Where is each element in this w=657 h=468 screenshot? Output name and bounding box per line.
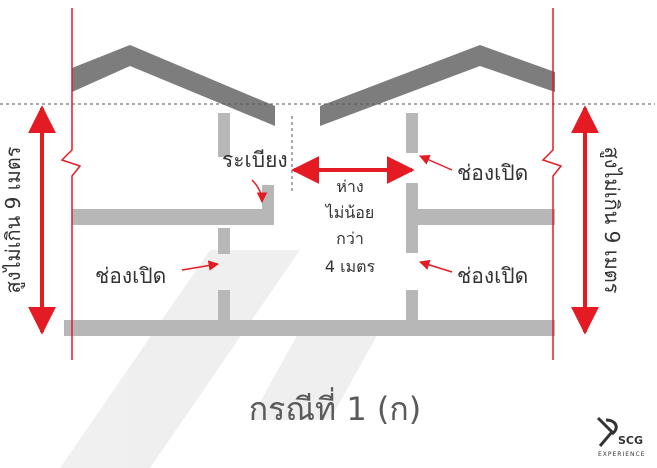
left-wall-lower xyxy=(218,290,230,320)
ground-slab xyxy=(64,320,555,336)
right-wall-middle xyxy=(406,183,418,253)
right-roof xyxy=(320,45,555,126)
label-opening-right-upper: ช่องเปิด xyxy=(457,161,528,185)
opening-pointer-right-lower xyxy=(418,259,453,273)
label-opening-left-lower: ช่องเปิด xyxy=(95,264,166,288)
right-section-line xyxy=(541,8,563,360)
right-wall-upper xyxy=(406,113,418,153)
background-watermark xyxy=(60,250,380,468)
logo-text: SCG xyxy=(618,434,643,447)
left-roof xyxy=(72,45,275,126)
label-balcony: ระเบียง xyxy=(222,148,288,172)
left-section-line xyxy=(60,8,82,360)
label-distance-line-4: 4 เมตร xyxy=(325,257,376,276)
logo-mark-icon xyxy=(596,416,618,447)
label-height-right: สูงไม่เกิน 9 เมตร xyxy=(599,146,624,293)
opening-pointer-left-lower xyxy=(181,260,220,271)
balcony-parapet xyxy=(262,185,274,225)
logo-subtext: EXPERIENCE xyxy=(598,451,646,458)
right-house xyxy=(320,45,555,320)
label-height-left: สูงไม่เกิน 9 เมตร xyxy=(1,146,26,293)
label-distance-line-1: ห่าง xyxy=(336,177,363,196)
left-wall-middle xyxy=(218,228,230,254)
right-wall-lower xyxy=(406,290,418,320)
balcony-pointer-arrow xyxy=(251,179,268,204)
left-house xyxy=(72,45,275,320)
label-opening-right-lower: ช่องเปิด xyxy=(457,264,528,288)
left-wall-upper xyxy=(218,113,230,157)
opening-pointer-right-upper xyxy=(419,154,453,171)
scg-experience-logo: SCG EXPERIENCE xyxy=(596,416,646,458)
diagram-caption: กรณีที่ 1 (ก) xyxy=(249,387,421,428)
label-distance-line-2: ไม่น้อย xyxy=(324,203,375,222)
right-floor-slab xyxy=(418,209,555,225)
label-distance-line-3: กว่า xyxy=(336,229,364,248)
left-floor-slab xyxy=(72,209,272,225)
